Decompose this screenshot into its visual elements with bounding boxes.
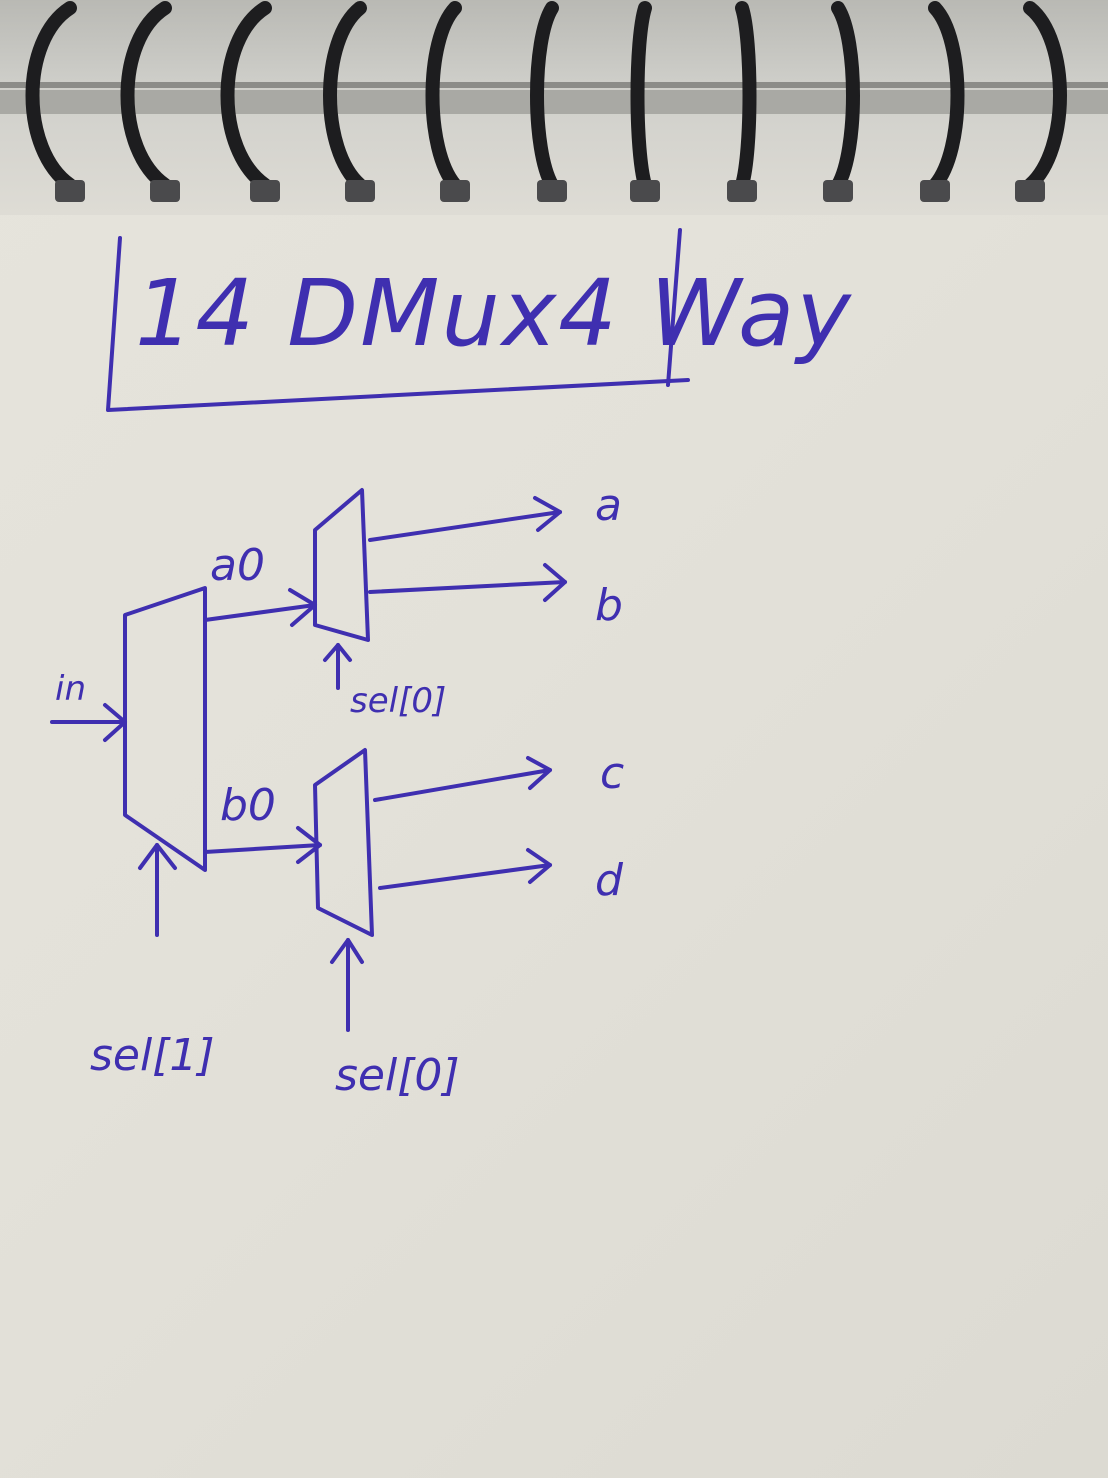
output-b-label: b	[595, 580, 623, 631]
output-c-wire	[373, 768, 552, 802]
output-a-label: a	[595, 480, 622, 531]
spiral-rings	[0, 1, 1108, 202]
title-box-right	[666, 228, 682, 387]
wire-b0-label: b0	[220, 780, 276, 831]
output-a-arrowhead	[533, 496, 562, 532]
first-demux	[123, 586, 207, 872]
output-b-wire	[368, 580, 567, 594]
output-d-wire	[378, 863, 552, 890]
sel-first-arrowhead	[138, 843, 177, 870]
top-demux	[313, 488, 370, 642]
output-d-arrowhead	[526, 848, 552, 884]
output-b-arrowhead	[543, 563, 567, 602]
input-label: in	[55, 669, 86, 709]
title-box	[106, 236, 690, 412]
sel-bottom-arrowhead	[330, 938, 364, 964]
bottom-demux	[313, 748, 374, 937]
input-arrowhead	[103, 703, 127, 742]
spiral-binding	[0, 0, 1108, 215]
wire-b0	[203, 843, 322, 854]
wire-b0-arrowhead	[296, 826, 322, 864]
output-d-label: d	[595, 855, 624, 906]
output-c-arrowhead	[526, 756, 552, 790]
page-title: 14 DMux4 Way	[135, 260, 853, 367]
sel-bottom-label: sel[0]	[335, 1050, 460, 1101]
sel-top-label: sel[0]	[350, 681, 446, 721]
wire-a0-label: a0	[210, 540, 265, 591]
sel-first-label: sel[1]	[90, 1030, 215, 1081]
wire-a0	[203, 603, 317, 622]
sel-top-arrowhead	[323, 643, 352, 662]
output-c-label: c	[600, 748, 624, 799]
output-a-wire	[368, 510, 562, 542]
